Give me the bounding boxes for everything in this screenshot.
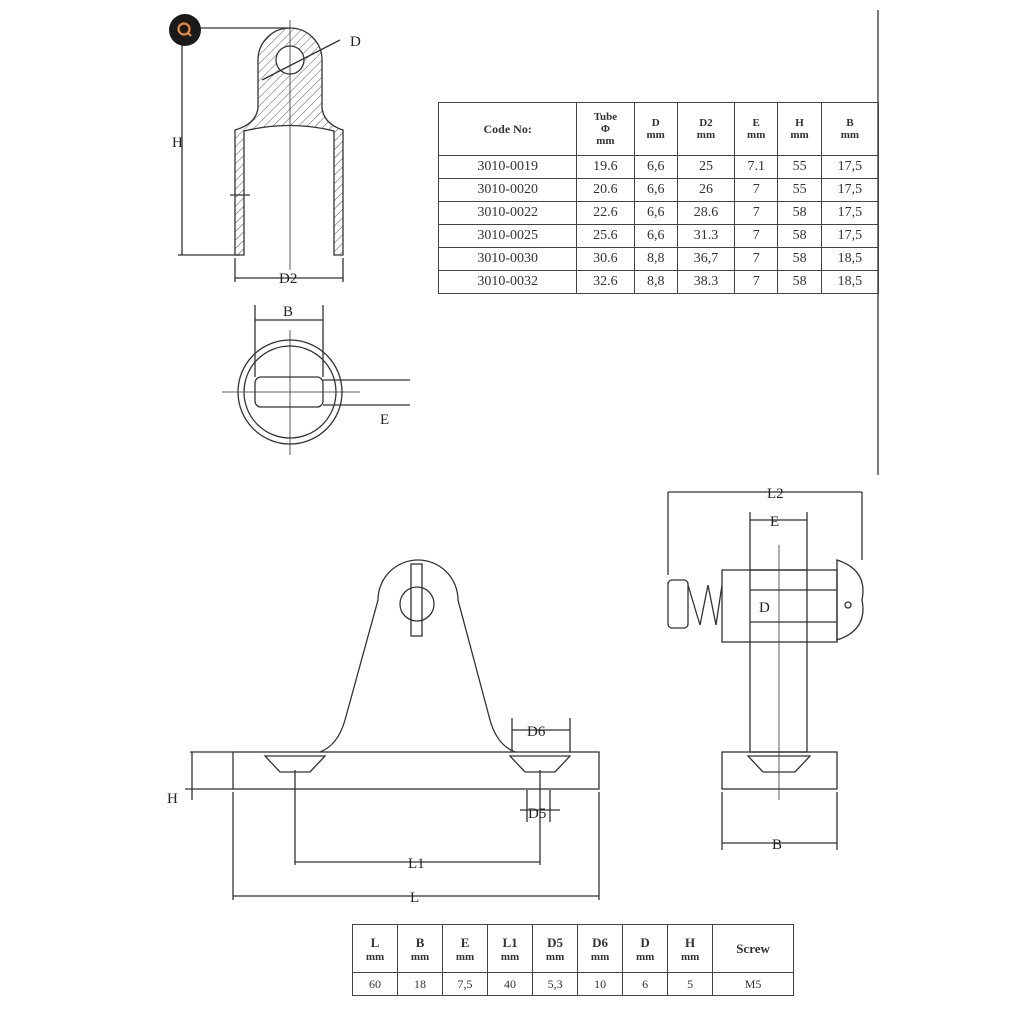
- table-cell: 3010-0019: [437, 155, 578, 179]
- table-cell: 60: [351, 972, 399, 996]
- table-cell: 30.6: [576, 247, 635, 271]
- table-cell: 7: [734, 270, 779, 294]
- deck-hinge-side-view: [667, 491, 864, 850]
- cap-d-label: D: [350, 34, 361, 50]
- front-h-label: H: [167, 791, 178, 807]
- table-cell: 55: [777, 155, 822, 179]
- table-cell: 17,5: [820, 224, 880, 248]
- table-cell: 6: [622, 972, 669, 996]
- table-cell: 3010-0020: [437, 178, 578, 202]
- table-cell: 40: [487, 972, 534, 996]
- table-cell: M5: [712, 972, 794, 996]
- front-d5-label: D5: [528, 806, 546, 822]
- table-cell: 6,6: [633, 224, 678, 248]
- deck-hinge-front-view: [185, 559, 600, 900]
- table-cell: 3010-0025: [437, 224, 578, 248]
- table-cell: 7: [734, 178, 779, 202]
- table-cell: 6,6: [633, 201, 678, 225]
- table-cell: 32.6: [576, 270, 635, 294]
- table-cell: 17,5: [820, 155, 880, 179]
- header-cell: Screw: [712, 924, 794, 973]
- table-cell: 7,5: [442, 972, 489, 996]
- table-cell: 58: [777, 224, 822, 248]
- table-cell: 19.6: [576, 155, 635, 179]
- table-cell: 6,6: [633, 155, 678, 179]
- table-cell: 5: [667, 972, 714, 996]
- side-d-label: D: [759, 600, 770, 616]
- table-cell: 10: [577, 972, 624, 996]
- side-b-label: B: [772, 837, 782, 853]
- table-cell: 18,5: [820, 270, 880, 294]
- cap-e-label: E: [380, 412, 389, 428]
- table-cell: 5,3: [532, 972, 579, 996]
- table-cell: 36,7: [676, 247, 736, 271]
- table-cell: 17,5: [820, 178, 880, 202]
- table-cell: 3010-0022: [437, 201, 578, 225]
- table-cell: 18,5: [820, 247, 880, 271]
- table-cell: 22.6: [576, 201, 635, 225]
- front-l-label: L: [410, 890, 419, 906]
- table-cell: 8,8: [633, 270, 678, 294]
- table-cell: 20.6: [576, 178, 635, 202]
- table-cell: 8,8: [633, 247, 678, 271]
- table-cell: 6,6: [633, 178, 678, 202]
- search-icon: [177, 22, 192, 37]
- table-cell: 58: [777, 247, 822, 271]
- cap-d2-label: D2: [279, 271, 297, 287]
- side-e-label: E: [770, 514, 779, 530]
- table-cell: 3010-0032: [437, 270, 578, 294]
- table-cell: 17,5: [820, 201, 880, 225]
- table-cell: 25: [676, 155, 736, 179]
- table-cell: 26: [676, 178, 736, 202]
- table-cell: 7: [734, 201, 779, 225]
- end-cap-top-view: [222, 305, 410, 455]
- cap-h-label: H: [172, 135, 183, 151]
- front-d6-label: D6: [527, 724, 546, 740]
- zoom-search-button[interactable]: [169, 14, 201, 46]
- table-cell: 28.6: [676, 201, 736, 225]
- side-l2-label: L2: [767, 486, 784, 502]
- table-cell: 58: [777, 201, 822, 225]
- table-cell: 38.3: [676, 270, 736, 294]
- table-cell: 58: [777, 270, 822, 294]
- table-cell: 18: [397, 972, 444, 996]
- table-cell: 55: [777, 178, 822, 202]
- end-cap-section-view: [178, 20, 344, 282]
- table-cell: 31.3: [676, 224, 736, 248]
- front-l1-label: L1: [408, 856, 425, 872]
- header-code: Code No:: [437, 102, 578, 156]
- cap-b-label: B: [283, 304, 293, 320]
- table-cell: 25.6: [576, 224, 635, 248]
- table-cell: 7: [734, 224, 779, 248]
- table-cell: 3010-0030: [437, 247, 578, 271]
- table-cell: 7: [734, 247, 779, 271]
- table-cell: 7.1: [734, 155, 779, 179]
